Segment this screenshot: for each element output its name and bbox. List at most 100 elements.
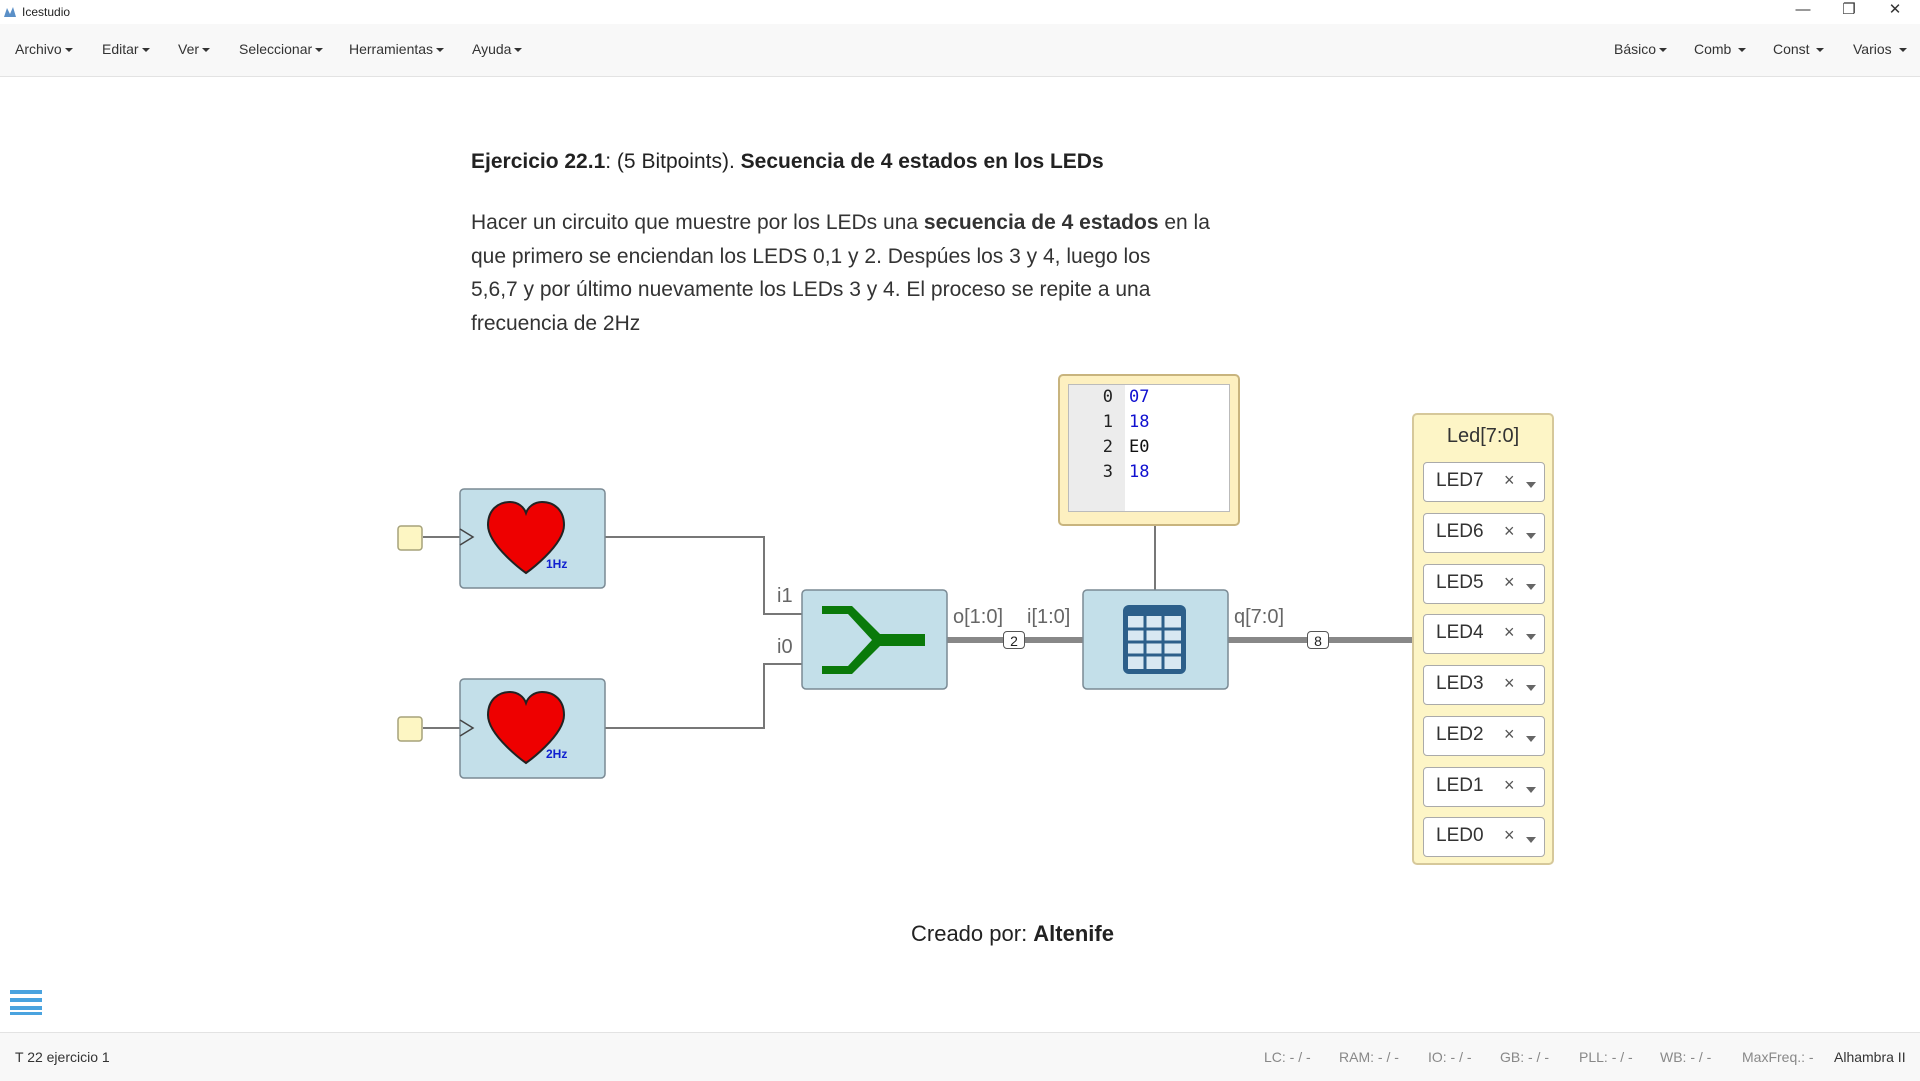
caret-down-icon [141,48,150,53]
description-line: 5,6,7 y por último nuevamente los LEDs 3… [471,278,1151,301]
menu-const[interactable]: Const [1773,41,1825,57]
description-text: en la [1158,211,1210,234]
exercise-heading: Secuencia de 4 estados en los LEDs [740,150,1104,173]
led-pin-select[interactable]: LED5× [1423,564,1545,604]
close-button[interactable]: ✕ [1888,1,1902,18]
exercise-number: Ejercicio 22.1 [471,150,606,173]
bus-join-block[interactable] [801,589,948,690]
led-pin-label: LED7 [1436,470,1484,491]
clear-icon[interactable]: × [1504,724,1515,744]
led-pin-label: LED2 [1436,724,1484,745]
bus-width-badge: 2 [1003,631,1025,649]
caret-down-icon [315,48,324,53]
exercise-title: Ejercicio 22.1: (5 Bitpoints). Secuencia… [471,150,1104,174]
clock-1hz-block[interactable] [459,488,606,589]
led-pin-label: LED1 [1436,775,1484,796]
dropdown-arrow-icon[interactable] [1526,482,1536,488]
dropdown-arrow-icon[interactable] [1526,837,1536,843]
menu-basico-label: Básico [1614,41,1657,57]
dropdown-arrow-icon[interactable] [1526,787,1536,793]
dropdown-arrow-icon[interactable] [1526,634,1536,640]
clear-icon[interactable]: × [1504,825,1515,845]
credit-author: Altenife [1033,921,1114,946]
menu-herramientas[interactable]: Herramientas [349,41,445,57]
dropdown-arrow-icon[interactable] [1526,533,1536,539]
led-pin-select[interactable]: LED4× [1423,614,1545,654]
menu-archivo-label: Archivo [15,41,62,57]
memory-line-gutter [1069,385,1125,511]
description-line: que primero se enciendan los LEDS 0,1 y … [471,244,1151,268]
rom-table-block[interactable] [1082,589,1229,690]
memory-address: 1 [1102,412,1113,432]
clock-input-triangle-icon [459,528,475,546]
memory-value: 07 [1129,387,1150,407]
memory-value: E0 [1129,437,1150,457]
status-file-name: T 22 ejercicio 1 [15,1049,110,1065]
led-pin-select[interactable]: LED0 × [1423,817,1545,857]
led-output-block[interactable]: Led[7:0] LED7 × LED6 × LED5× LED4× LED3 × L… [1412,413,1554,865]
caret-down-icon [1898,48,1907,53]
clear-icon[interactable]: × [1504,622,1515,642]
caret-down-icon [1738,48,1747,53]
hamburger-menu-icon[interactable] [10,988,42,1016]
led-block-title: Led[7:0] [1446,425,1520,447]
port-label-rom-out: q[7:0] [1234,606,1285,628]
status-bar: T 22 ejercicio 1 LC: - / - RAM: - / - IO… [0,1032,1920,1081]
credit-text: Creado por: Altenife [911,921,1114,947]
menu-varios-label: Varios [1853,41,1892,57]
menu-comb-label: Comb [1694,41,1732,57]
led-pin-select[interactable]: LED1 × [1423,767,1545,807]
restore-button[interactable]: ❐ [1842,1,1856,18]
menu-ayuda[interactable]: Ayuda [472,41,523,57]
menu-basico[interactable]: Básico [1614,41,1668,57]
wire-1hz-to-i1 [605,536,802,615]
menu-editar[interactable]: Editar [102,41,150,57]
dropdown-arrow-icon[interactable] [1526,685,1536,691]
memory-value: 18 [1129,412,1150,432]
clear-icon[interactable]: × [1504,673,1515,693]
caret-down-icon [64,48,73,53]
clock1-input-pin[interactable] [397,525,423,551]
menu-ver[interactable]: Ver [178,41,211,57]
table-icon [1123,605,1186,674]
dropdown-arrow-icon[interactable] [1526,584,1536,590]
menu-seleccionar[interactable]: Seleccionar [239,41,324,57]
led-pin-label: LED3 [1436,673,1484,694]
clear-icon[interactable]: × [1504,775,1515,795]
caret-down-icon [1659,48,1668,53]
wire-2hz-to-i0 [605,663,802,729]
clear-icon[interactable]: × [1504,572,1515,592]
led-pin-select[interactable]: LED6 × [1423,513,1545,553]
status-board[interactable]: Alhambra II [1834,1049,1906,1065]
menu-comb[interactable]: Comb [1694,41,1747,57]
bus-width-badge: 8 [1307,631,1329,649]
led-pin-select[interactable]: LED3 × [1423,665,1545,705]
menu-const-label: Const [1773,41,1810,57]
exercise-description: Hacer un circuito que muestre por los LE… [471,206,1231,340]
clock-2hz-block[interactable] [459,678,606,779]
status-io: IO: - / - [1428,1049,1472,1065]
status-maxfreq: MaxFreq.: - [1742,1049,1814,1065]
menu-seleccionar-label: Seleccionar [239,41,313,57]
join-arrow-icon [822,606,925,674]
clear-icon[interactable]: × [1504,521,1515,541]
menu-ayuda-label: Ayuda [472,41,512,57]
dropdown-arrow-icon[interactable] [1526,736,1536,742]
menu-varios[interactable]: Varios [1853,41,1907,57]
icestudio-logo-icon [4,7,16,17]
status-wb: WB: - / - [1660,1049,1712,1065]
led-pin-select[interactable]: LED2 × [1423,716,1545,756]
clear-icon[interactable]: × [1504,470,1515,490]
led-pin-label: LED0 [1436,825,1484,846]
port-label-mux-out: o[1:0] [953,606,1004,628]
clock1-frequency-label: 1Hz [546,557,568,571]
menu-archivo[interactable]: Archivo [15,41,73,57]
minimize-button[interactable]: — [1795,1,1811,18]
led-pin-select[interactable]: LED7 × [1423,462,1545,502]
heart-icon [486,500,566,575]
led-pin-label: LED6 [1436,521,1484,542]
clock2-input-pin[interactable] [397,716,423,742]
